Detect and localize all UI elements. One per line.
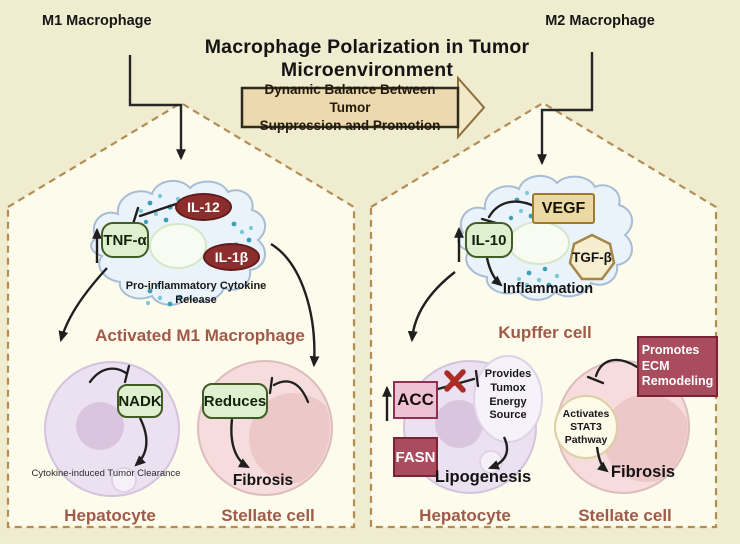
ecm-remodeling-box: Promotes ECM Remodeling	[637, 336, 718, 397]
m1-connector-arrow	[128, 55, 186, 161]
vegf-badge: VEGF	[532, 193, 595, 224]
balance-arrow-shape	[240, 75, 486, 140]
fibrosis-left-label: Fibrosis	[232, 472, 294, 489]
il12-inhibits-tnf-tbar	[131, 202, 178, 226]
m2-to-hepatocyte-arrow	[407, 271, 456, 343]
fibrosis-right-label: Fibrosis	[610, 463, 676, 481]
il1b-badge: IL-1β	[203, 243, 260, 271]
nadk-badge: NADK	[117, 384, 163, 418]
tgfb-heptagon	[568, 233, 616, 281]
stellate-right-label: Stellate cell	[578, 506, 672, 525]
energy-source-note: Provides Tumox Energy Source	[484, 368, 532, 422]
il10-badge: IL-10	[465, 222, 513, 258]
stat3-to-fibrosis-arrow	[595, 446, 609, 473]
m1-to-hepatocyte-arrow	[58, 267, 108, 343]
reduces-inhibition-tbar	[268, 376, 310, 404]
tumor-clearance-note: Cytokine-induced Tumor Clearance	[31, 468, 181, 479]
reduces-badge: Reduces	[202, 383, 268, 419]
lipogenesis-label: Lipogenesis	[434, 468, 532, 486]
tnf-alpha-badge: TNF-α	[101, 222, 149, 258]
balance-arrow-label: Dynamic Balance Between Tumor Suppressio…	[259, 81, 441, 134]
m2-connector-arrow	[537, 52, 594, 166]
reduces-to-fibrosis-arrow	[230, 418, 250, 469]
acc-badge: ACC	[393, 381, 438, 419]
tgfb-label: TGF-β	[572, 250, 612, 265]
m1-caption: Activated M1 Macrophage	[95, 326, 305, 345]
proinflammatory-note: Pro-inflammatory Cytokine Release	[125, 280, 267, 306]
m2-macrophage-label: M2 Macrophage	[545, 13, 655, 29]
nadk-inhibition-tbar	[88, 364, 131, 384]
red-x-mark	[444, 369, 466, 393]
nadk-down-arrow	[134, 417, 148, 467]
m1-to-stellate-arrow	[270, 242, 320, 368]
kupffer-caption: Kupffer cell	[498, 323, 592, 342]
stellate-left-label: Stellate cell	[221, 506, 315, 525]
fasn-badge: FASN	[393, 437, 438, 477]
il12-badge: IL-12	[175, 193, 232, 221]
m1-macrophage-label: M1 Macrophage	[42, 13, 152, 29]
il10-to-inflammation-arrow	[485, 257, 503, 287]
ecm-inhibition-tbar	[586, 358, 639, 385]
hepatocyte-left-label: Hepatocyte	[64, 506, 156, 525]
stat3-note: Activates STAT3 Pathway	[562, 408, 610, 447]
page-title: Macrophage Polarization in Tumor Microen…	[204, 36, 530, 81]
inflammation-label: Inflammation	[502, 281, 594, 297]
oval-to-lipogenesis-arrow	[487, 436, 509, 470]
hepatocyte-right-label: Hepatocyte	[419, 506, 511, 525]
